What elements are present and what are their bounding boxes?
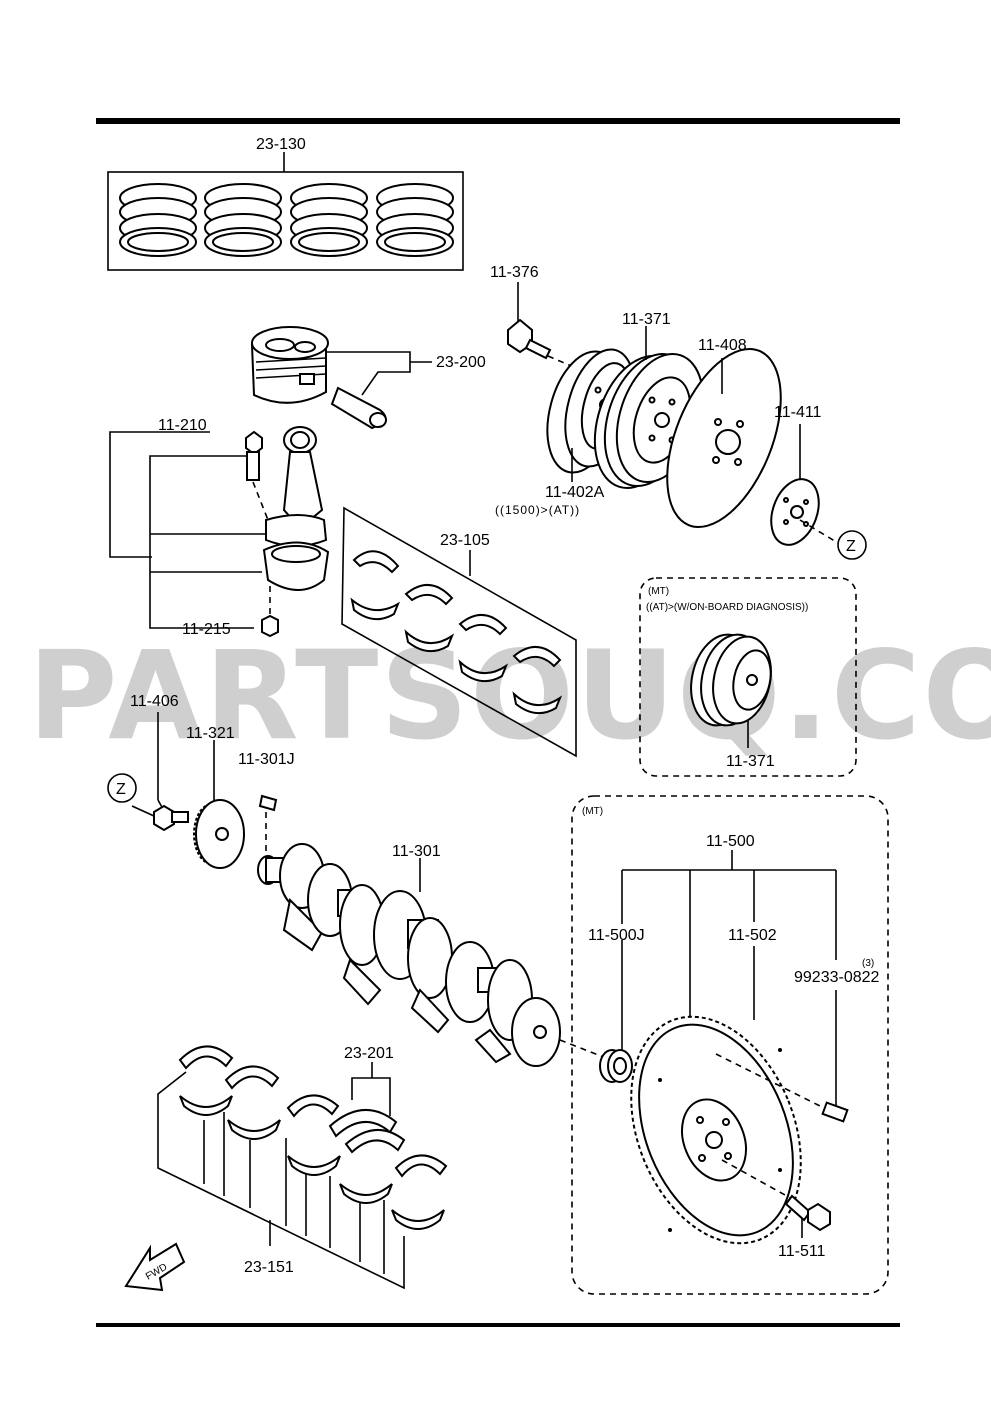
label-11-402a-note: ((1500)>(AT)): [495, 503, 580, 517]
label-23-130: 23-130: [256, 136, 306, 153]
pulley-bolt[interactable]: [507, 282, 577, 369]
crank-bolt[interactable]: [131, 712, 189, 832]
label-11-406: 11-406: [130, 693, 179, 710]
thrust-bearings[interactable]: [328, 1062, 406, 1154]
piston-ring-set[interactable]: [107, 152, 464, 271]
inset-alt-pulley[interactable]: [639, 577, 857, 777]
ref-circle-z-top: Z: [837, 530, 867, 560]
crankshaft[interactable]: [257, 843, 607, 1067]
label-23-200: 23-200: [436, 354, 486, 371]
label-11-511: 11-511: [778, 1243, 826, 1260]
label-23-151: 23-151: [244, 1259, 294, 1276]
label-11-321: 11-321: [186, 725, 235, 742]
timing-sprocket[interactable]: [193, 740, 245, 869]
plate[interactable]: [644, 333, 803, 543]
label-11-371-inset: 11-371: [726, 753, 775, 770]
label-11-408: 11-408: [698, 337, 747, 354]
label-23-201: 23-201: [344, 1045, 394, 1062]
connecting-rod[interactable]: [109, 426, 330, 638]
piston-and-pin[interactable]: [250, 326, 432, 430]
main-bearing-set[interactable]: [157, 1045, 448, 1290]
crankshaft-pulley[interactable]: [579, 326, 718, 500]
ref-circle-z-left: Z: [107, 773, 137, 803]
inset-note-2: ((AT)>(W/ON-BOARD DIAGNOSIS)): [646, 602, 808, 613]
label-11-411: 11-411: [774, 404, 822, 421]
label-11-301: 11-301: [392, 843, 441, 860]
dowel-pin[interactable]: [821, 990, 849, 1123]
label-11-402a: 11-402A: [545, 484, 605, 501]
label-11-500j: 11-500J: [588, 927, 645, 944]
flywheel-bolt[interactable]: [784, 1194, 831, 1238]
label-11-371-top: 11-371: [622, 311, 671, 328]
label-11-502: 11-502: [728, 927, 777, 944]
mt-flywheel-box: (MT): [571, 795, 889, 1295]
crank-key[interactable]: [258, 794, 278, 858]
inset-note-1: (MT): [648, 586, 669, 597]
label-11-376: 11-376: [490, 264, 539, 281]
conrod-bearing-set[interactable]: [341, 506, 577, 758]
pilot-bearing[interactable]: [599, 940, 633, 1083]
label-11-210: 11-210: [158, 417, 207, 434]
mt-box-title: (MT): [582, 806, 603, 817]
z-top-text: Z: [846, 538, 856, 555]
flywheel[interactable]: [599, 946, 832, 1269]
label-99233-qty: (3): [862, 958, 874, 969]
label-11-500: 11-500: [706, 833, 755, 850]
label-99233-0822: 99233-0822: [794, 969, 880, 986]
label-11-215: 11-215: [182, 621, 231, 638]
z-left-text: Z: [116, 781, 126, 798]
label-23-105: 23-105: [440, 532, 490, 549]
label-11-301j: 11-301J: [238, 751, 295, 768]
watermark: PARTSOUQ.COM: [28, 625, 991, 767]
flywheel-plate[interactable]: [763, 424, 839, 551]
forward-arrow-icon: FWD: [124, 1242, 186, 1292]
